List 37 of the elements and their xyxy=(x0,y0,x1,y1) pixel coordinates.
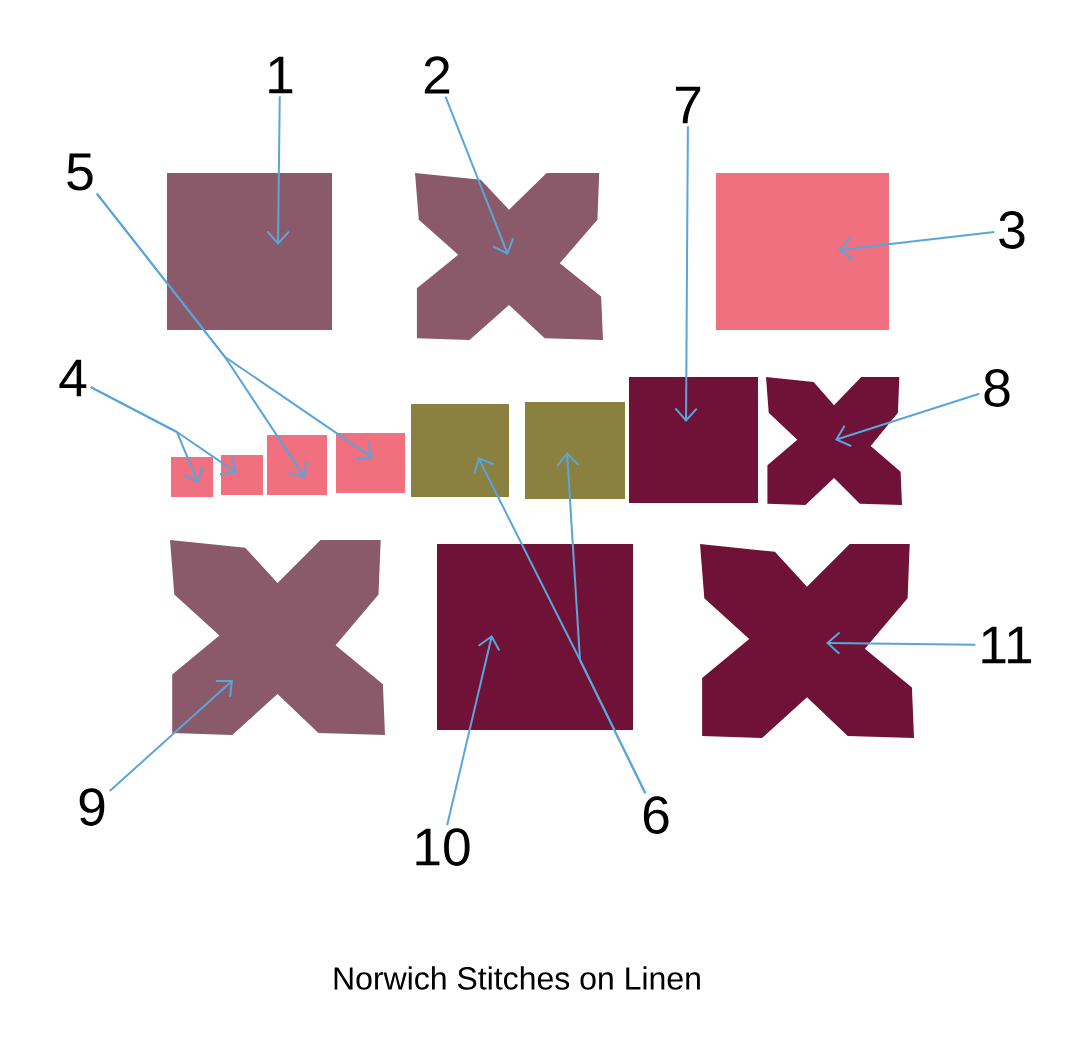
callout-number: 7 xyxy=(675,86,701,124)
cross-patch xyxy=(766,377,902,505)
leader-line xyxy=(446,635,501,827)
leader-line xyxy=(108,680,233,793)
callout-number: 5 xyxy=(67,153,93,191)
leader-line xyxy=(266,95,290,245)
leader-line xyxy=(826,631,977,655)
square-patch xyxy=(221,455,263,495)
square-patch xyxy=(267,435,327,495)
square-patch xyxy=(171,457,213,497)
callout-number: 2 xyxy=(424,56,450,94)
callout-number: 11 xyxy=(982,626,1032,664)
square-patch xyxy=(437,544,633,730)
square-patch xyxy=(629,377,758,503)
callout-number: 8 xyxy=(984,369,1010,407)
square-patch xyxy=(411,404,509,497)
caption: Norwich Stitches on Linen xyxy=(334,966,700,990)
callout-number: 6 xyxy=(643,796,669,834)
leader-line xyxy=(674,125,698,422)
leader-line xyxy=(444,95,514,255)
callout-number: 1 xyxy=(269,56,293,94)
cross-patch xyxy=(700,544,914,738)
square-patch xyxy=(167,173,332,330)
callout-number: 9 xyxy=(79,788,105,826)
square-patch xyxy=(525,402,625,499)
leader-line xyxy=(95,192,373,461)
leader-line xyxy=(89,386,237,476)
cross-patch xyxy=(415,173,603,340)
square-patch xyxy=(716,173,889,330)
square-patch xyxy=(336,433,405,493)
leader-line xyxy=(835,392,981,448)
callout-number: 3 xyxy=(999,211,1025,249)
callout-number: 4 xyxy=(59,359,87,397)
callout-number: 10 xyxy=(416,828,470,866)
leader-line xyxy=(838,231,996,261)
cross-patch xyxy=(170,540,385,735)
leader-line xyxy=(556,452,647,795)
